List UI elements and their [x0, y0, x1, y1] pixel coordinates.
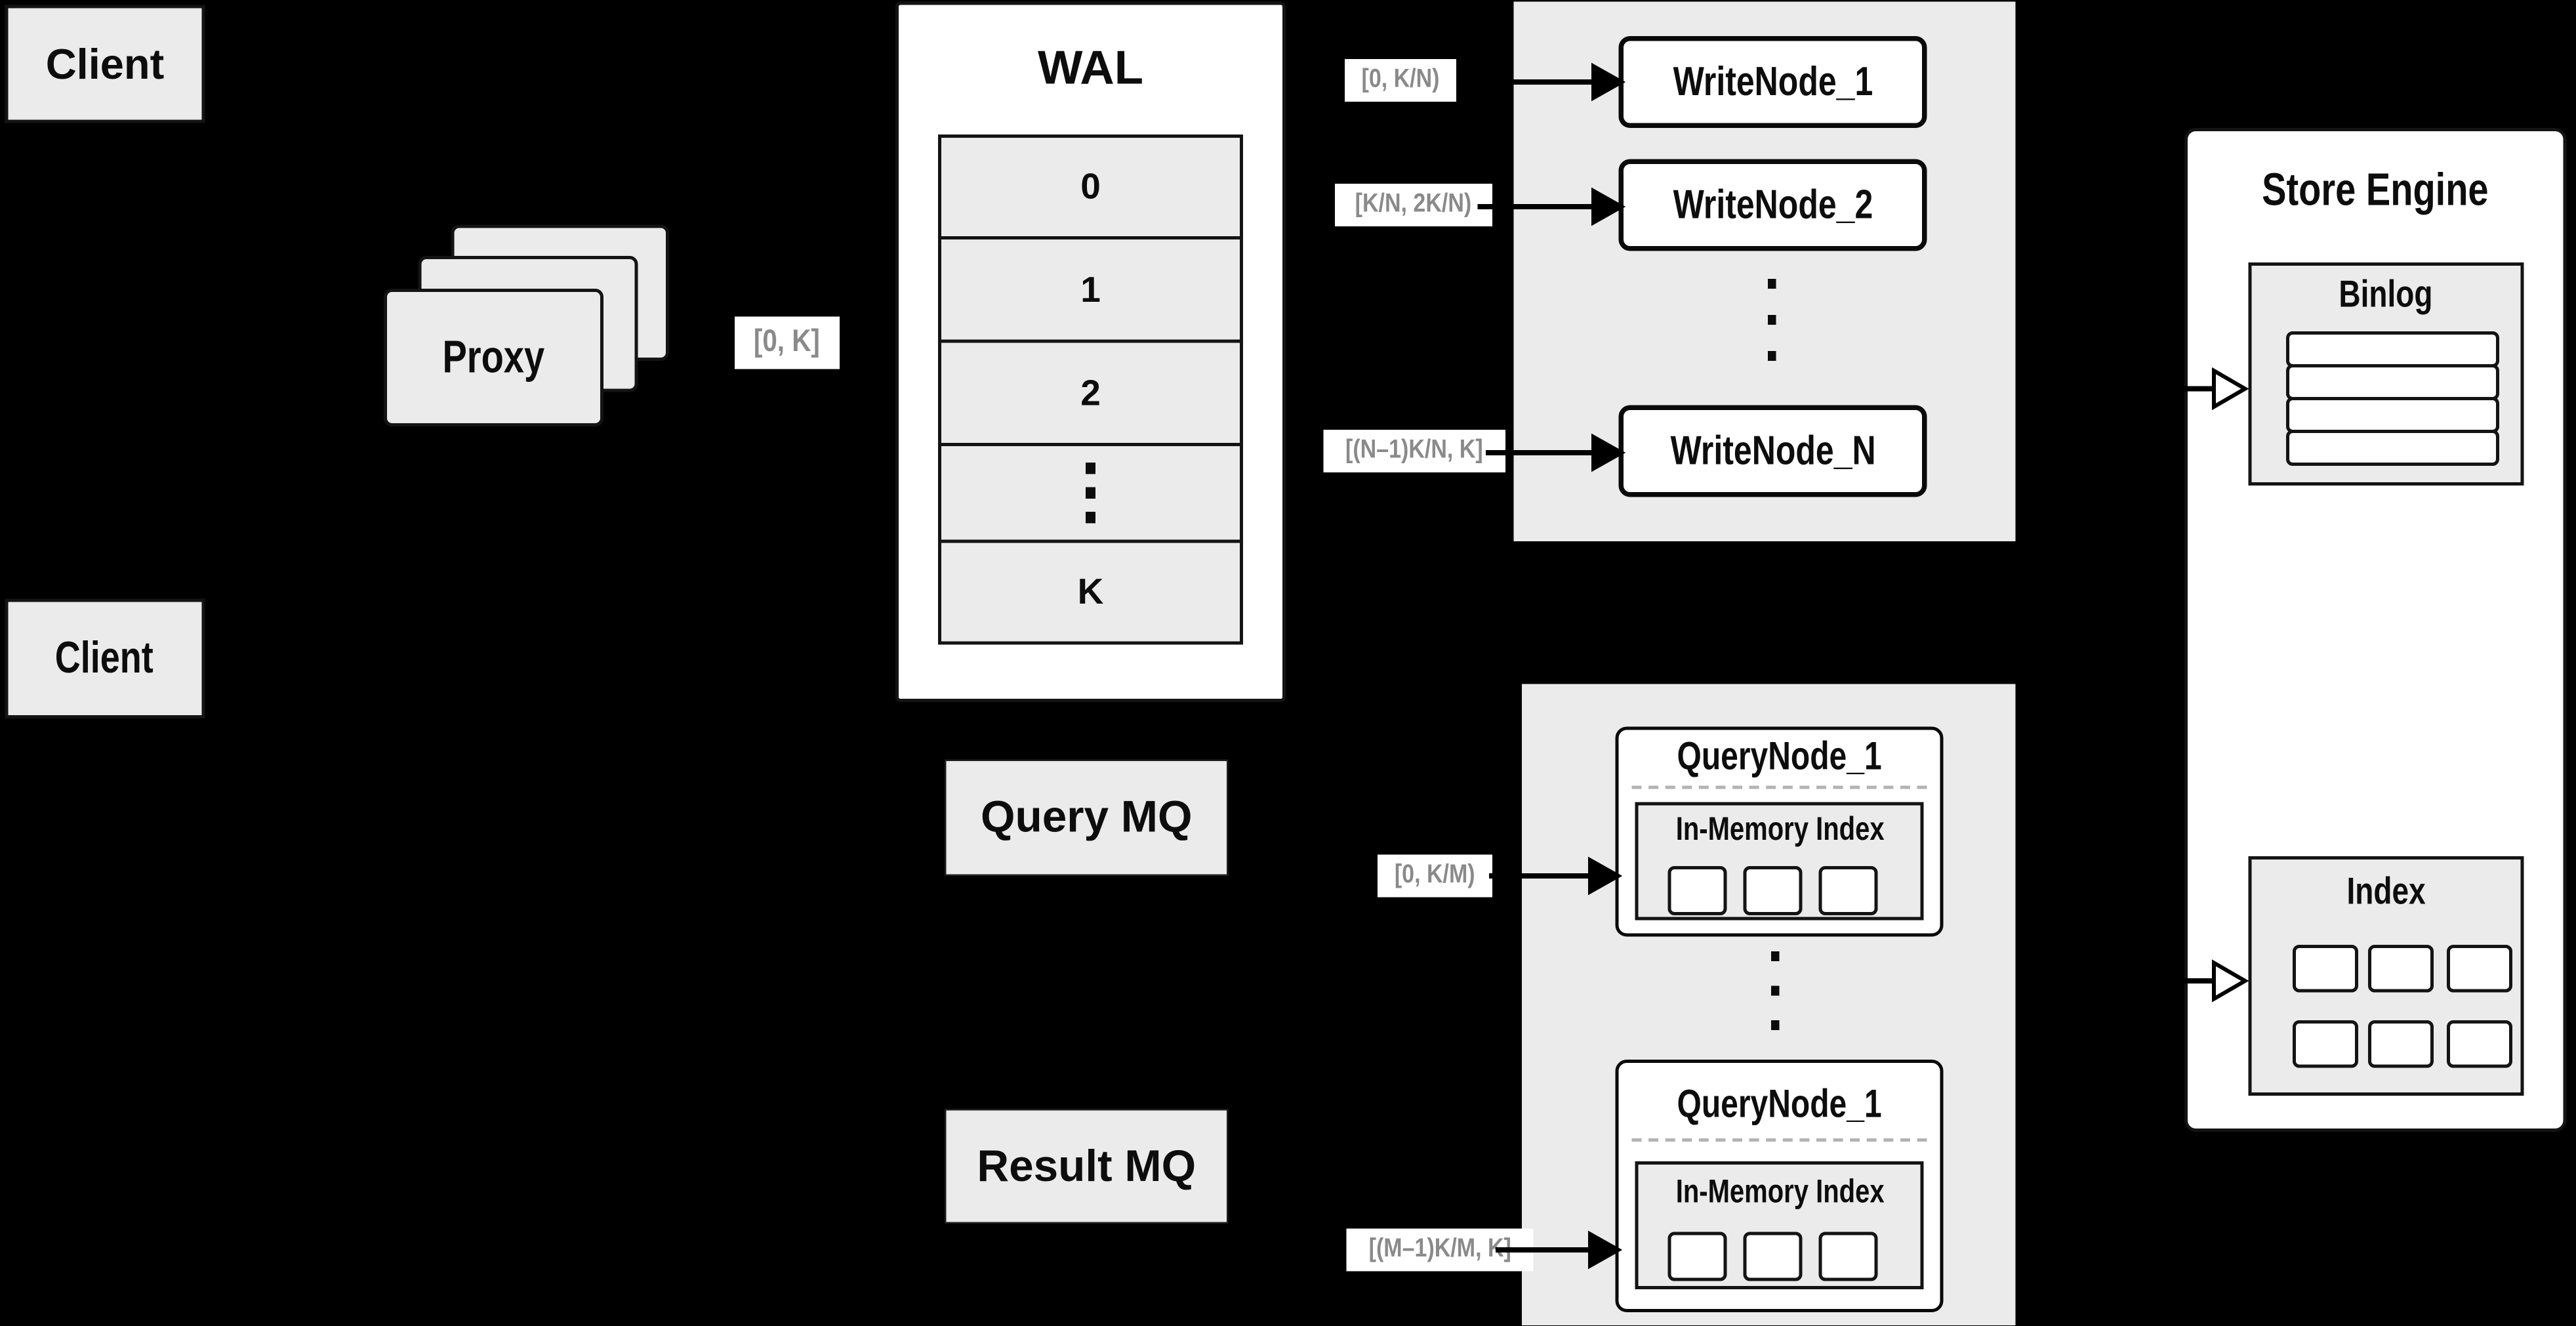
index-cell [2447, 945, 2512, 993]
binlog-row [2286, 364, 2499, 400]
index-title-wrap: Index [2252, 869, 2521, 912]
proxy-card-front: Proxy [384, 289, 603, 426]
query-mq-label: Query MQ [980, 792, 1193, 842]
binlog-row [2286, 430, 2499, 466]
index-cell [2293, 1020, 2358, 1068]
wal-title: WAL [1037, 41, 1144, 94]
memory-segment-cell [1818, 1232, 1878, 1281]
query-node-2-box: QueryNode_1 In-Memory Index [1615, 1060, 1944, 1312]
binlog-title-wrap: Binlog [2252, 272, 2521, 315]
query-node-2-label: QueryNode_1 [1677, 1083, 1882, 1127]
index-cell [2368, 1020, 2434, 1068]
store-engine-box: Store Engine Binlog Index [2184, 128, 2567, 1132]
proxy-range-label: [0, K] [735, 316, 839, 369]
binlog-row [2286, 331, 2499, 367]
query-node-2-title-wrap: QueryNode_1 [1619, 1083, 1940, 1127]
wal-segment-0: 0 [938, 135, 1243, 239]
in-memory-index-2-title-wrap: In-Memory Index [1639, 1173, 1921, 1212]
query-range-label-1: [0, K/M) [1378, 854, 1492, 898]
query-mq-box: Query MQ [945, 759, 1229, 876]
write-node-2-box: WriteNode_2 [1618, 159, 1927, 251]
index-cell [2447, 1020, 2512, 1068]
client-bottom-label: Client [55, 633, 154, 682]
query-node-1-title-wrap: QueryNode_1 [1619, 735, 1940, 779]
wal-segment-2: 2 [938, 339, 1243, 446]
write-node-n-label: WriteNode_N [1669, 427, 1875, 474]
memory-segment-cell [1743, 866, 1803, 915]
wal-box: WAL 0 1 2 K [895, 1, 1286, 702]
query-nodes-ellipsis [1771, 951, 1780, 1030]
memory-segment-cell [1667, 1232, 1727, 1281]
write-node-2-label: WriteNode_2 [1673, 181, 1873, 228]
in-memory-index-2-label: In-Memory Index [1675, 1173, 1884, 1210]
query-node-2-divider [1631, 1138, 1927, 1142]
result-mq-box: Result MQ [945, 1109, 1229, 1224]
write-node-n-box: WriteNode_N [1618, 405, 1927, 497]
in-memory-index-1-box: In-Memory Index [1635, 802, 1924, 921]
store-engine-title: Store Engine [2262, 164, 2489, 215]
wal-segment-dots [938, 443, 1243, 543]
in-memory-index-1-label: In-Memory Index [1675, 811, 1884, 848]
store-engine-title-wrap: Store Engine [2188, 161, 2564, 220]
query-node-1-divider [1631, 785, 1927, 789]
index-cell [2368, 945, 2434, 993]
client-top-label: Client [45, 38, 165, 88]
wal-segment-k: K [938, 539, 1243, 645]
memory-segment-cell [1743, 1232, 1803, 1281]
index-cell [2293, 945, 2358, 993]
client-bottom-box: Client [5, 598, 205, 718]
client-top-box: Client [5, 5, 205, 123]
wal-ellipsis [1086, 463, 1095, 524]
binlog-box: Binlog [2248, 262, 2524, 486]
write-nodes-ellipsis [1768, 279, 1776, 361]
result-mq-label: Result MQ [977, 1140, 1196, 1190]
in-memory-index-2-box: In-Memory Index [1635, 1161, 1924, 1289]
memory-segment-cell [1818, 866, 1878, 915]
query-node-1-box: QueryNode_1 In-Memory Index [1615, 726, 1944, 937]
write-node-1-label: WriteNode_1 [1673, 58, 1873, 104]
write-node-1-box: WriteNode_1 [1618, 36, 1927, 128]
query-range-label-2: [(M–1)K/M, K] [1346, 1228, 1534, 1272]
index-title: Index [2346, 868, 2426, 911]
in-memory-index-1-title-wrap: In-Memory Index [1639, 810, 1921, 850]
query-node-1-label: QueryNode_1 [1677, 735, 1882, 779]
binlog-title: Binlog [2339, 271, 2434, 314]
binlog-row [2286, 397, 2499, 433]
write-range-label-2: [K/N, 2K/N) [1335, 184, 1492, 226]
memory-segment-cell [1667, 866, 1727, 915]
write-range-label-3: [(N–1)K/N, K] [1323, 430, 1505, 472]
write-range-label-1: [0, K/N) [1345, 59, 1456, 102]
proxy-label: Proxy [442, 331, 545, 383]
index-box: Index [2248, 856, 2524, 1096]
wal-segment-1: 1 [938, 236, 1243, 343]
